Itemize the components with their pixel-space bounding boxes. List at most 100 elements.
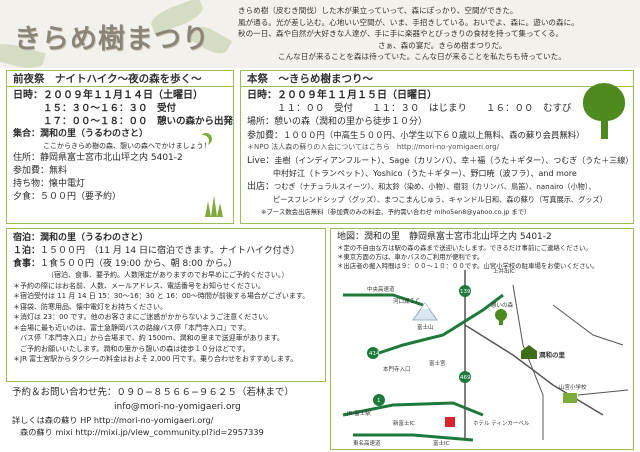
main-fee: １０００円（中高生５００円、小学生以下６０歳以上無料、森の蘇り会員無料） bbox=[283, 129, 585, 140]
contact-label: 予約＆お問い合わせ先： bbox=[12, 387, 117, 398]
mt-fuji-label: 富士山 bbox=[417, 323, 434, 331]
stay-meal-note: （宿泊、食事、要予約。人数限定がありますのでお早めにご予約ください。） bbox=[47, 271, 289, 280]
access-map[interactable]: 414 139 469 1 中央高速道 河口湖ＩＣ 富士山 憩いの森 上井出IC… bbox=[333, 265, 633, 449]
header: きらめ樹まつり きらめ樹（皮むき間伐）した木が巣立っていって、森にぽっかり、空間… bbox=[0, 0, 640, 68]
yamamiya-label: 山宮小学校 bbox=[559, 383, 587, 391]
main-panel: 本祭 〜きらめ樹まつり〜 日時：２００９年１１月１５日（日曜日） １１：００ 受… bbox=[240, 70, 634, 224]
eve-bring: 懐中電灯 bbox=[49, 178, 86, 189]
stay-note: ＊寝袋、防寒用品、懐中電灯をお持ちください。 bbox=[13, 302, 167, 311]
meet-label: 集合： bbox=[13, 129, 41, 139]
moon-icon bbox=[197, 135, 209, 147]
route-1-label: 1 bbox=[377, 398, 381, 404]
meal-label: 食事： bbox=[13, 258, 41, 269]
route-1-road bbox=[342, 401, 484, 417]
contact-tel[interactable]: ０９０−８５６６−９６２５（若林まで） bbox=[116, 387, 294, 398]
address-label: 住所： bbox=[13, 153, 41, 164]
route-414-label: 414 bbox=[369, 351, 380, 357]
stay-note: ＊予約の際にはお名前、人数、メールアドレス、電話番号をお知らせください。 bbox=[13, 281, 265, 290]
hp-label: 詳しくは森の蘇り HP bbox=[12, 415, 92, 425]
shop-line: ピースフレンドシップ（グッズ）、まつこまんじゅう、キャンドル日和、森の蘇り（写真… bbox=[273, 195, 607, 205]
eve-fee: 無料 bbox=[49, 166, 68, 177]
stay-note: ＊JR 富士宮駅からタクシーの料金はおよそ 2,000 円です。乗り合わせをおす… bbox=[13, 355, 298, 364]
access-note: ＊定の不自由な方は駅の森の森まで送迎いたします。できるだけ事前にご連絡ください。 bbox=[337, 243, 592, 252]
eve-panel: 前夜祭 ナイトハイク〜夜の森を歩く〜 日時：２００９年１１月１４日（土曜日） １… bbox=[6, 70, 234, 224]
hp-link[interactable]: http://mori-no-yomigaeri.org/ bbox=[93, 415, 214, 425]
stay-note: ＊消灯は 23：00 です。他のお客さまにご迷惑がかからないようご注意ください。 bbox=[13, 313, 273, 322]
npo-note: ＊NPO 法人森の蘇りの入会についてはこちら http://mori-no-yo… bbox=[247, 143, 500, 152]
hotel-label: ホテル ティンカーベル bbox=[473, 420, 530, 427]
eve-title: 前夜祭 ナイトハイク〜夜の森を歩く〜 bbox=[7, 71, 233, 87]
eve-meet-note: ここからきらめ樹の森、憩いの森へでかけましょう！ bbox=[43, 141, 211, 150]
intro-line: 秋の一日、森や自然が大好きな人達が、手に手に楽器やとびっきりの食材を持って集って… bbox=[238, 29, 564, 39]
stay-note: ご予約お願いいたします。潤和の里から憩いの森は徒歩１０分ほどです。 bbox=[13, 344, 250, 353]
kawaguchi-label: 河口湖ＩＣ bbox=[393, 297, 421, 305]
intro-text: きらめ樹（皮むき間伐）した木が巣立っていって、森にぽっかり、空間ができた。 風が… bbox=[238, 5, 636, 63]
mt-fuji-icon bbox=[412, 302, 438, 321]
access-note: ＊出店者の搬入時間は９：００〜１０：００です。山宮小学校の駐車場をお使いください… bbox=[337, 261, 599, 270]
contact-email-link[interactable]: info@mori-no-yomigaeri.org bbox=[114, 402, 241, 412]
mt-fuji-snow bbox=[421, 303, 429, 309]
eve-dinner: ５００円（要予約） bbox=[40, 191, 122, 202]
urawa-house-icon bbox=[521, 345, 537, 359]
eve-date: ２００９年１１月１４日（土曜日） bbox=[43, 90, 203, 101]
fujinomiya-label: 富士宮 bbox=[429, 359, 446, 367]
tree-icon bbox=[583, 83, 625, 139]
chuo-expressway bbox=[343, 293, 424, 307]
eve-time-start: １７：００〜１８：００ 憩いの森から出発 bbox=[43, 116, 234, 127]
route-139-road bbox=[372, 293, 504, 357]
main-place: 憩いの森（潤和の里から徒歩１０分） bbox=[274, 116, 428, 127]
stay-note: ＊会場に最も近いのは、富士急静岡バスの路線バス停「本門寺入口」です。 bbox=[13, 323, 251, 332]
stay-night: １５００円 （11 月 14 日に宿泊できます。ナイトハイク付き） bbox=[40, 245, 300, 256]
forest-marker-trunk bbox=[499, 319, 503, 325]
kamiide-label: 上井出IC bbox=[493, 267, 515, 275]
hotel-icon bbox=[445, 417, 455, 427]
access-title: 地図：潤和の里 静岡県富士宮市北山坪之内 5401-2 bbox=[337, 232, 552, 242]
urawa-label: 潤和の里 bbox=[539, 350, 566, 359]
stay-label: 宿泊： bbox=[13, 233, 41, 243]
tomei-expressway bbox=[353, 433, 474, 442]
local-road bbox=[577, 389, 629, 396]
shop-label: 出店： bbox=[247, 182, 275, 193]
grass-icon bbox=[217, 203, 223, 217]
intro-line: 風が通る。光が差し込む。心地いい空間が、いま、手招きしている。おいでよ、森に。遊… bbox=[238, 17, 579, 27]
dinner-label: 夕食： bbox=[13, 191, 41, 202]
fuji-station-label: JR 富士駅 bbox=[346, 409, 371, 417]
route-shield-icon bbox=[367, 347, 379, 359]
grass-icon bbox=[205, 201, 211, 217]
date-label: 日時： bbox=[13, 90, 43, 101]
fee-label: 参加費： bbox=[247, 130, 284, 141]
school-icon bbox=[563, 393, 577, 403]
shop-line: つむぎ（ナチュラルスイーツ）、和太鈴（染め、小物）、樹羽（カリンバ、鳥笛）、na… bbox=[274, 182, 596, 192]
stay-note: バス停「本門寺入口」から会場まで、約 1500m、潤和の里まで送迎車があります。 bbox=[13, 334, 284, 343]
shop-note: ※ブース数会出店無料（参加費のみの料金、予約需い合わせ miho5en8@yah… bbox=[261, 208, 531, 217]
live-label: Live： bbox=[247, 155, 275, 166]
tomei-label: 東名高速道 bbox=[353, 439, 381, 447]
honmonji-label: 本門寺入口 bbox=[383, 365, 411, 373]
forest-label: 憩いの森 bbox=[491, 301, 514, 309]
contact-panel: 予約＆お問い合わせ先：０９０−８５６６−９６２５（若林まで） info@mori… bbox=[6, 386, 326, 450]
live-line: 中村好江（トランペット）、Yoshico（うた＋ギター）、野口暁（波フラ）、an… bbox=[273, 168, 577, 178]
fee-label: 参加費： bbox=[13, 166, 50, 177]
route-shield-icon bbox=[373, 394, 385, 406]
shinfuji-label: 新富士IC bbox=[393, 419, 415, 427]
eve-time-reception: １５：３０〜１６：３０ 受付 bbox=[43, 103, 177, 114]
night-label: １泊： bbox=[13, 245, 41, 256]
access-note: ＊東京方面の方は、車かバスのご利用が便利です。 bbox=[337, 252, 484, 261]
local-road bbox=[464, 324, 604, 416]
grass-icon bbox=[211, 195, 217, 217]
intro-line: さぁ、森の宴だ。きらめ樹まつりだ。 bbox=[378, 40, 507, 50]
route-469-label: 469 bbox=[460, 375, 471, 381]
mixi-label: 森の蘇り mixi bbox=[20, 427, 73, 437]
eve-meet: 潤和の里（うるわのさと） bbox=[40, 129, 149, 139]
date-label: 日時： bbox=[247, 90, 277, 101]
route-139-label: 139 bbox=[460, 289, 471, 295]
stay-note: ＊宿泊受付は 11 月 14 日 15：30〜16：30 と 16：00〜時間が… bbox=[13, 292, 310, 301]
intro-line: こんな日が来ることを森は待っていた。こんな日が来ることを私たちも待っていた。 bbox=[278, 52, 566, 62]
stay-meal: １食５００円（夜 19:00 から、朝 8:00 から。） bbox=[40, 258, 238, 269]
stay-place: 潤和の里（うるわのさと） bbox=[40, 233, 149, 243]
bring-label: 持ち物： bbox=[13, 178, 50, 189]
mixi-link[interactable]: http://mixi.jp/view_community.pl?id=2957… bbox=[75, 427, 264, 437]
stay-panel: 宿泊：潤和の里（うるわのさと） １泊：１５００円 （11 月 14 日に宿泊でき… bbox=[6, 228, 326, 382]
access-panel: 地図：潤和の里 静岡県富士宮市北山坪之内 5401-2 ＊定の不自由な方は駅の森… bbox=[330, 228, 634, 450]
main-title: 本祭 〜きらめ樹まつり〜 bbox=[241, 71, 633, 87]
